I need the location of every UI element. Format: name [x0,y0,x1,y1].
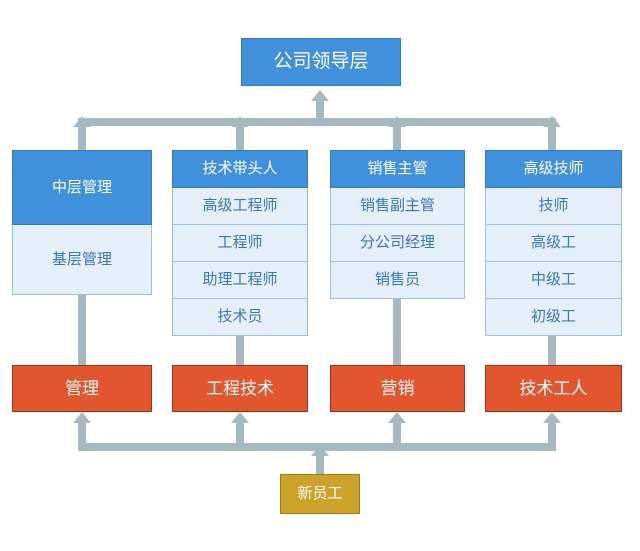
category-box-marketing[interactable]: 营销 [330,365,465,412]
connector-bus-to-col-4 [548,126,556,150]
connector-upper-bus [78,118,556,126]
box-company-leadership[interactable]: 公司领导层 [241,38,401,86]
col-2-cell-4[interactable]: 技术员 [172,299,308,336]
connector-bus-to-technical-worker [548,423,556,445]
connector-col-2-to-category [236,336,244,365]
arrowhead-to-engineering [231,412,249,423]
connector-bus-to-management [78,423,86,445]
connector-col-4-to-category [548,336,556,365]
col-3-cell-1[interactable]: 销售副主管 [330,188,465,225]
col-4-cell-1[interactable]: 技师 [485,188,622,225]
connector-col-3-to-category [393,299,401,365]
col-4-header[interactable]: 高级技师 [485,150,622,188]
category-box-engineering[interactable]: 工程技术 [172,365,308,412]
box-new-employee[interactable]: 新员工 [280,474,360,514]
arrowhead-to-leadership [311,90,329,101]
connector-bus-to-engineering [236,423,244,445]
connector-bus-to-col-3 [393,126,401,150]
connector-bus-to-marketing [393,423,401,445]
col-4-cell-3[interactable]: 中级工 [485,262,622,299]
col-4-cell-2[interactable]: 高级工 [485,225,622,262]
col-1-header[interactable]: 中层管理 [12,150,152,225]
col-2-cell-3[interactable]: 助理工程师 [172,262,308,299]
arrowhead-to-col-4 [543,116,561,127]
col-4-cell-4[interactable]: 初级工 [485,299,622,336]
connector-bus-to-col-2 [236,126,244,150]
col-2-header[interactable]: 技术带头人 [172,150,308,188]
arrowhead-to-col-2 [231,116,249,127]
col-3-cell-2[interactable]: 分公司经理 [330,225,465,262]
col-3-header[interactable]: 销售主管 [330,150,465,188]
connector-col-1-to-category [78,295,86,365]
arrowhead-new-employee-to-bus [311,445,329,456]
connector-bus-to-col-1 [78,126,86,150]
col-3-cell-3[interactable]: 销售员 [330,262,465,299]
arrowhead-to-technical-worker [543,412,561,423]
category-box-management[interactable]: 管理 [12,365,152,412]
connector-bus-to-leadership [316,100,324,122]
col-2-cell-1[interactable]: 高级工程师 [172,188,308,225]
arrowhead-to-col-3 [388,116,406,127]
col-2-cell-2[interactable]: 工程师 [172,225,308,262]
arrowhead-to-management [73,412,91,423]
arrowhead-to-marketing [388,412,406,423]
arrowhead-to-col-1 [73,116,91,127]
category-box-technical-worker[interactable]: 技术工人 [485,365,622,412]
col-1-cell-1[interactable]: 基层管理 [12,225,152,295]
connector-new-employee-to-bus [316,455,324,475]
